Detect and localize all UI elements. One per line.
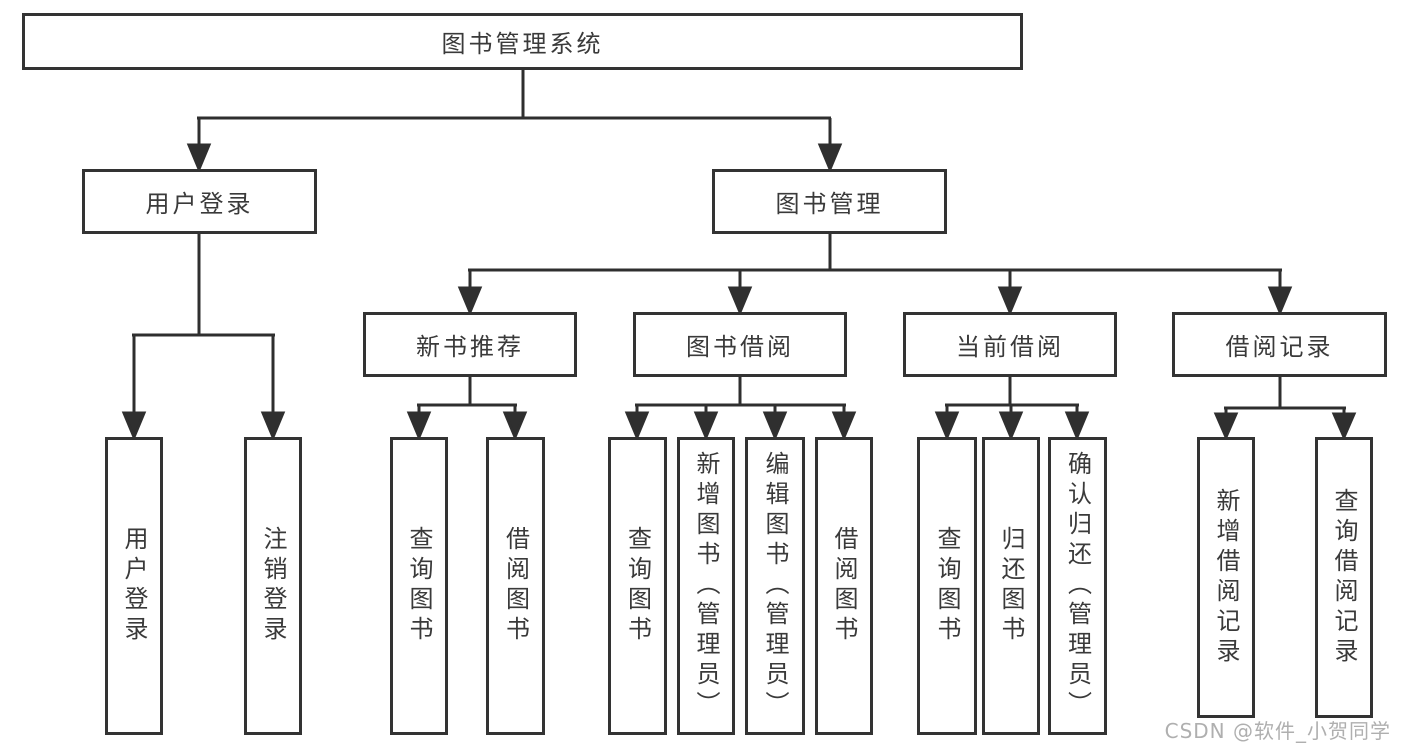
leaf-query-books-recommend-label: 查询图书 xyxy=(405,526,433,646)
leaf-confirm-return-admin-label: 确认归还（管理员） xyxy=(1063,451,1092,721)
node-book-borrow-label: 图书借阅 xyxy=(686,333,794,361)
watermark: CSDN @软件_小贺同学 xyxy=(1164,719,1391,743)
leaf-edit-book-admin-label: 编辑图书（管理员） xyxy=(761,451,789,721)
leaf-user-login: 用户登录 xyxy=(105,437,163,735)
node-user-login-label: 用户登录 xyxy=(145,190,254,218)
leaf-query-books-current: 查询图书 xyxy=(917,437,977,735)
node-current-borrow-label: 当前借阅 xyxy=(956,333,1064,361)
node-new-book-recommend: 新书推荐 xyxy=(363,312,577,377)
leaf-return-books: 归还图书 xyxy=(982,437,1040,735)
node-book-management: 图书管理 xyxy=(712,169,947,234)
node-root-label: 图书管理系统 xyxy=(441,30,604,58)
leaf-borrow-books-2-label: 借阅图书 xyxy=(830,526,858,646)
leaf-borrow-books-recommend-label: 借阅图书 xyxy=(501,526,530,646)
leaf-borrow-books-recommend: 借阅图书 xyxy=(486,437,545,735)
leaf-user-login-label: 用户登录 xyxy=(120,526,148,646)
leaf-query-books-recommend: 查询图书 xyxy=(390,437,448,735)
node-book-management-label: 图书管理 xyxy=(775,190,884,218)
node-current-borrow: 当前借阅 xyxy=(903,312,1117,377)
leaf-edit-book-admin: 编辑图书（管理员） xyxy=(745,437,805,735)
node-borrow-records-label: 借阅记录 xyxy=(1225,333,1334,361)
leaf-add-borrow-record: 新增借阅记录 xyxy=(1197,437,1255,718)
leaf-query-books-current-label: 查询图书 xyxy=(933,526,961,646)
leaf-add-borrow-record-label: 新增借阅记录 xyxy=(1212,487,1240,668)
leaf-add-book-admin: 新增图书（管理员） xyxy=(677,437,735,735)
node-book-borrow: 图书借阅 xyxy=(633,312,847,377)
node-borrow-records: 借阅记录 xyxy=(1172,312,1387,377)
leaf-confirm-return-admin: 确认归还（管理员） xyxy=(1048,437,1107,735)
leaf-add-book-admin-label: 新增图书（管理员） xyxy=(692,451,720,721)
leaf-return-books-label: 归还图书 xyxy=(997,526,1025,646)
node-user-login: 用户登录 xyxy=(82,169,317,234)
node-new-book-recommend-label: 新书推荐 xyxy=(416,333,524,361)
leaf-query-books-borrow-label: 查询图书 xyxy=(623,526,652,646)
leaf-query-borrow-record-label: 查询借阅记录 xyxy=(1330,487,1358,668)
leaf-logout: 注销登录 xyxy=(244,437,302,735)
leaf-borrow-books-2: 借阅图书 xyxy=(815,437,873,735)
leaf-logout-label: 注销登录 xyxy=(259,526,287,646)
node-root: 图书管理系统 xyxy=(22,13,1023,70)
leaf-query-books-borrow: 查询图书 xyxy=(608,437,667,735)
leaf-query-borrow-record: 查询借阅记录 xyxy=(1315,437,1373,718)
